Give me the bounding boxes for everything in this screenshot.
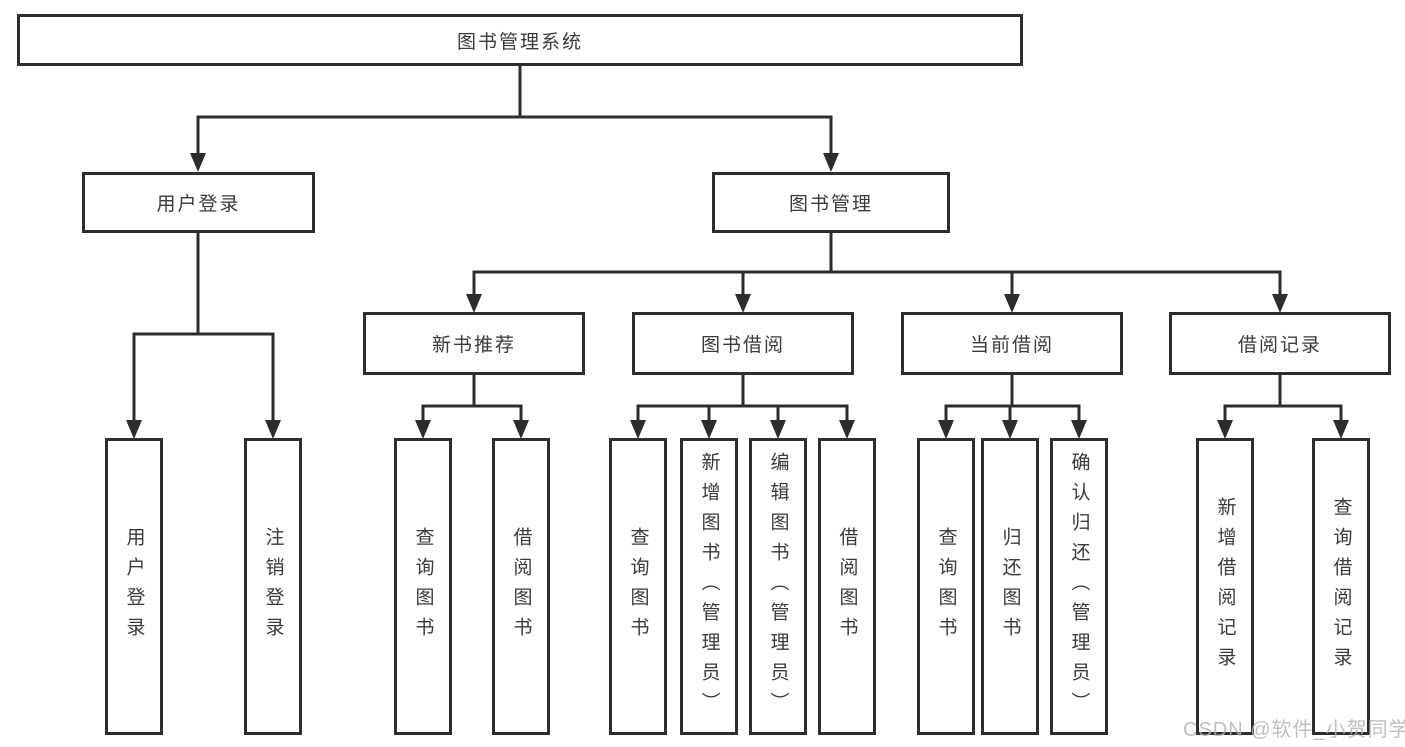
node-borrow-records: 借阅记录 [1169, 312, 1391, 375]
node-leaf-user-login: 用户登录 [105, 438, 163, 735]
node-user-login: 用户登录 [82, 172, 315, 233]
node-leaf-current-query-books: 查询图书 [917, 438, 975, 735]
node-leaf-add-borrow-record: 新增借阅记录 [1196, 438, 1254, 735]
node-book-management: 图书管理 [712, 172, 950, 233]
node-leaf-query-borrow-record: 查询借阅记录 [1312, 438, 1370, 735]
node-leaf-confirm-return-admin: 确认归还（管理员） [1050, 438, 1108, 735]
node-leaf-edit-books-admin: 编辑图书（管理员） [749, 438, 807, 735]
csdn-watermark: CSDN @软件_小贺同学 [1183, 719, 1405, 741]
node-leaf-recommend-query-books: 查询图书 [394, 438, 452, 735]
node-new-book-recommend: 新书推荐 [363, 312, 585, 375]
node-leaf-return-books: 归还图书 [981, 438, 1039, 735]
node-leaf-add-books-admin: 新增图书（管理员） [680, 438, 738, 735]
node-leaf-borrowing-borrow-books: 借阅图书 [818, 438, 876, 735]
node-leaf-logout: 注销登录 [244, 438, 302, 735]
node-book-borrowing: 图书借阅 [632, 312, 854, 375]
node-root-system: 图书管理系统 [17, 14, 1023, 66]
node-leaf-borrowing-query-books: 查询图书 [609, 438, 667, 735]
node-current-borrowing: 当前借阅 [901, 312, 1123, 375]
node-leaf-recommend-borrow-books: 借阅图书 [492, 438, 550, 735]
